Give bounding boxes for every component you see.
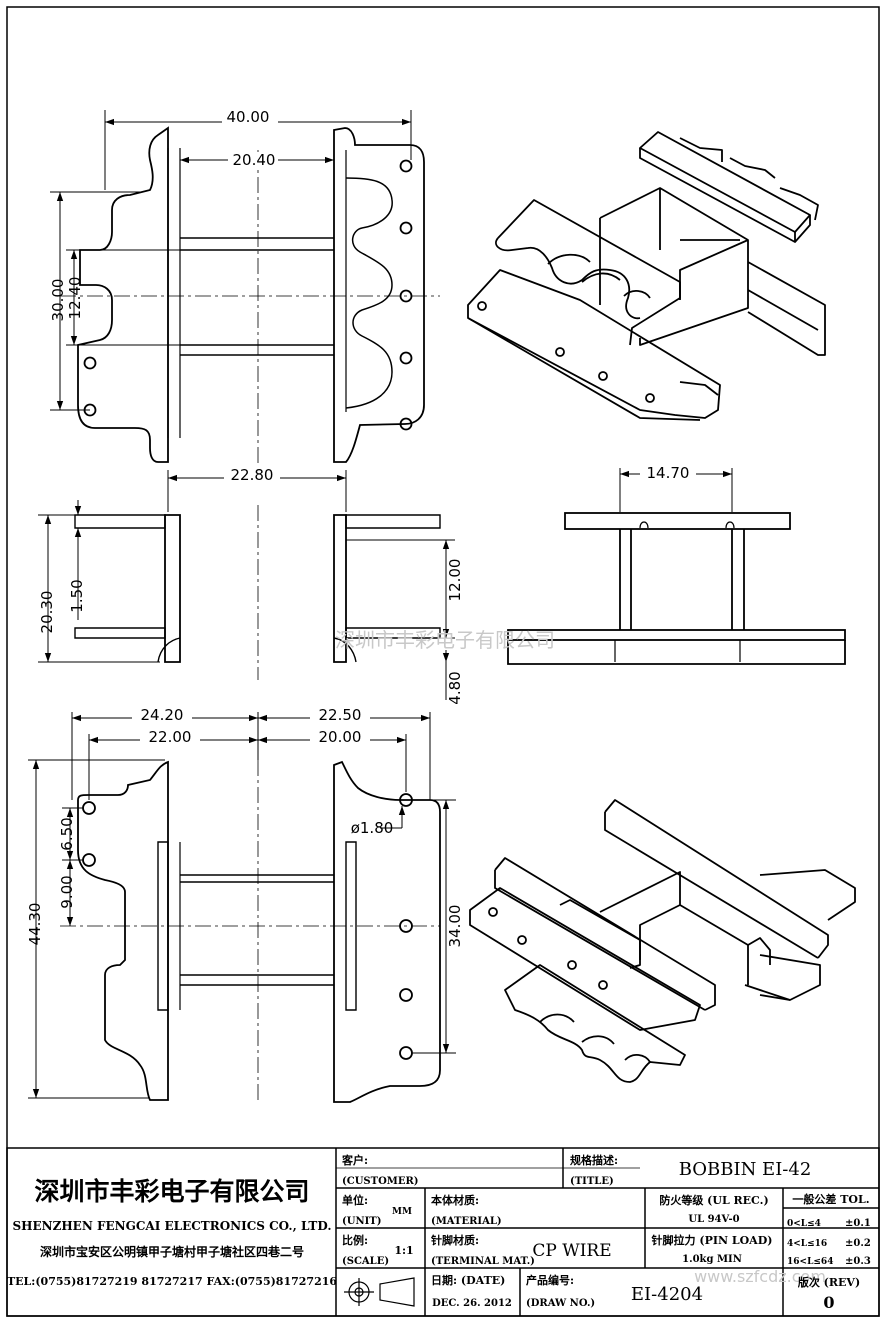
pin-load-label: 针脚拉力 (PIN LOAD) [652,1233,773,1247]
pin-load-value: 1.0kg MIN [682,1254,742,1265]
dim-side-width: 22.80 [231,466,274,484]
dim-front-width: 14.70 [647,464,690,482]
fire-rating-value: UL 94V-0 [688,1214,739,1225]
tol-value-2: ±0.2 [845,1238,871,1249]
dim-top-width: 40.00 [227,108,270,126]
terminal-label-en: (TERMINAL MAT.) [431,1256,535,1267]
dim-side-height: 20.30 [38,591,56,634]
title-block [6,1147,880,1317]
watermark-text: 深圳市丰彩电子有限公司 [335,628,555,652]
date-value: DEC. 26. 2012 [432,1298,512,1309]
dim-side-flange: 1.50 [68,579,86,612]
terminal-label-cn: 针脚材质: [431,1233,479,1247]
customer-label-cn: 客户: [341,1153,368,1167]
title-value: BOBBIN EI-42 [679,1159,812,1180]
draw-no-value: EI-4204 [631,1284,703,1305]
dim-top-inner: 20.40 [233,151,276,169]
company-phone: TEL:(0755)81727219 81727217 FAX:(0755)81… [7,1275,337,1288]
projection-symbol [344,1277,415,1307]
dim-top-window: 12.40 [66,277,84,320]
iso-view-bottom [469,799,856,1083]
dim-bottom-left-pin: 22.00 [149,728,192,746]
watermark-url: www.szfcdz.com [694,1267,826,1286]
tolerance-label: 一般公差 TOL. [792,1192,869,1206]
bottom-right-flange [333,760,441,1103]
date-label: 日期: (DATE) [431,1273,505,1287]
bottom-view [77,760,441,1103]
top-right-flange [333,127,425,463]
unit-value: MM [392,1207,412,1217]
scale-value: 1:1 [394,1244,413,1257]
dim-top-height: 30.00 [49,279,67,322]
bottom-view-dimensions [28,712,456,1099]
tol-range-2: 4<L≤16 [787,1239,827,1249]
unit-label-en: (UNIT) [342,1216,381,1227]
dim-bottom-span: 34.00 [446,905,464,948]
terminal-value: CP WIRE [532,1241,611,1261]
tol-range-3: 16<L≤64 [787,1257,833,1267]
top-view [77,126,425,463]
fire-rating-label: 防火等级 (UL REC.) [659,1193,768,1207]
company-address: 深圳市宝安区公明镇甲子塘村甲子塘社区四巷二号 [40,1244,304,1259]
dim-bottom-right-outer: 22.50 [319,706,362,724]
dim-bottom-height: 44.30 [26,903,44,946]
customer-label-en: (CUSTOMER) [342,1176,419,1187]
revision-value: 0 [823,1293,834,1312]
dim-bottom-offset: 9.00 [58,875,76,908]
draw-no-label-en: (DRAW NO.) [526,1298,595,1309]
dim-bottom-right-pin: 20.00 [319,728,362,746]
bottom-left-flange [77,760,169,1101]
draw-no-label-cn: 产品编号: [526,1273,574,1287]
dim-side-base: 4.80 [446,671,464,704]
top-left-flange [77,126,169,463]
dim-side-inner: 12.00 [446,559,464,602]
scale-label-cn: 比例: [342,1233,368,1247]
tol-range-1: 0<L≤4 [787,1219,821,1229]
side-view-dimensions [38,470,455,700]
material-label-en: (MATERIAL) [431,1216,502,1227]
revision-label: 版次 (REV) [798,1275,860,1289]
title-label-en: (TITLE) [570,1176,614,1187]
dim-pin-hole: ø1.80 [351,819,394,837]
front-view [507,512,846,665]
company-name-en: SHENZHEN FENGCAI ELECTRONICS CO., LTD. [12,1219,331,1233]
dim-bottom-left-outer: 24.20 [141,706,184,724]
dim-bottom-pitch: 6.50 [58,817,76,850]
unit-label-cn: 单位: [342,1193,368,1207]
tol-value-3: ±0.3 [845,1256,871,1267]
tol-value-1: ±0.1 [845,1218,871,1229]
scale-label-en: (SCALE) [342,1256,389,1267]
material-label-cn: 本体材质: [431,1193,479,1207]
company-name-cn: 深圳市丰彩电子有限公司 [34,1177,309,1206]
iso-view-top [467,131,826,421]
title-label-cn: 规格描述: [570,1153,618,1167]
